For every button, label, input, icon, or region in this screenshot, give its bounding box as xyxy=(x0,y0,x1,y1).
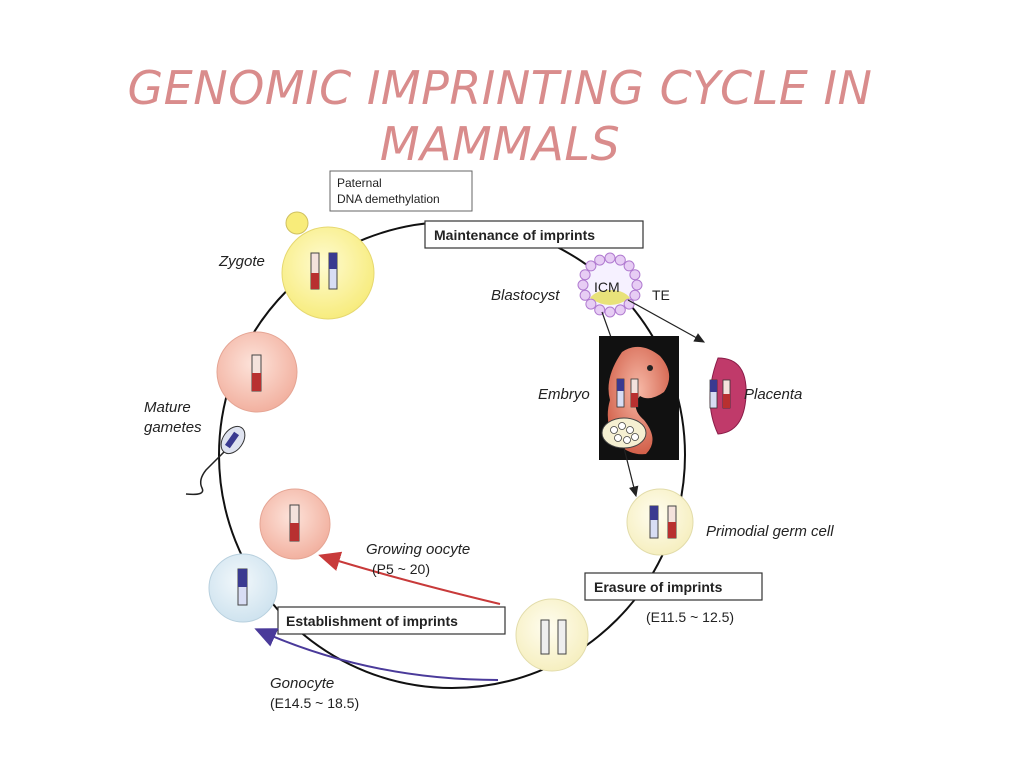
trophectoderm-bead xyxy=(585,260,597,272)
trophectoderm-bead xyxy=(631,279,643,291)
primordial-germ-cell xyxy=(626,488,694,556)
svg-text:DNA demethylation: DNA demethylation xyxy=(337,192,440,206)
title-line-1: GENOMIC IMPRINTING CYCLE IN xyxy=(127,61,873,115)
trophectoderm-bead xyxy=(629,269,641,281)
trophectoderm-bead xyxy=(623,260,635,272)
trophectoderm-bead xyxy=(614,304,626,316)
mature-gametes-label-line2: gametes xyxy=(144,419,202,436)
trophectoderm-bead xyxy=(594,304,606,316)
zygote-cell xyxy=(281,211,375,320)
trophectoderm-bead xyxy=(604,306,616,318)
title-line-2: MAMMALS xyxy=(379,117,621,171)
erasure-time: (E11.5 ~ 12.5) xyxy=(646,609,734,625)
maintenance-of-imprints-box: Maintenance of imprints xyxy=(424,220,644,249)
svg-text:Paternal: Paternal xyxy=(337,176,382,190)
trophectoderm-bead xyxy=(579,269,591,281)
pgc-label: Primodial germ cell xyxy=(706,523,834,540)
embryo-to-pgc-arrow xyxy=(623,447,639,498)
zygote-label: Zygote xyxy=(218,253,265,270)
trophectoderm-bead xyxy=(579,289,591,301)
svg-text:Erasure of imprints: Erasure of imprints xyxy=(594,579,723,595)
placenta-label: Placenta xyxy=(744,386,802,403)
trophectoderm-bead xyxy=(604,252,616,264)
gonocyte-cell xyxy=(208,553,278,623)
svg-text:Establishment of imprints: Establishment of imprints xyxy=(286,613,458,629)
gonocyte-label: Gonocyte xyxy=(270,675,334,692)
page-title: GENOMIC IMPRINTING CYCLE IN MAMMALS xyxy=(0,60,1000,172)
establishment-of-imprints-box: Establishment of imprints xyxy=(277,606,506,635)
trophectoderm-bead xyxy=(585,298,597,310)
trophectoderm-bead xyxy=(614,254,626,266)
gonocyte-arrow xyxy=(254,628,499,681)
mature-sperm xyxy=(185,425,246,496)
blastocyst-label: Blastocyst xyxy=(491,287,560,304)
erasure-of-imprints-box: Erasure of imprints xyxy=(584,572,763,601)
trophectoderm-bead xyxy=(594,254,606,266)
embryo-label: Embryo xyxy=(538,386,590,403)
growing-oocyte-cell xyxy=(259,488,331,560)
mature-gametes-label-line1: Mature xyxy=(144,399,191,416)
placenta xyxy=(709,357,747,435)
icm-label: ICM xyxy=(594,279,620,295)
svg-text:Maintenance of imprints: Maintenance of imprints xyxy=(434,227,595,243)
gonocyte-time: (E14.5 ~ 18.5) xyxy=(270,695,359,711)
trophectoderm-bead xyxy=(577,279,589,291)
blastocyst-trophectoderm xyxy=(577,252,643,318)
growing-oocyte-time: (P5 ~ 20) xyxy=(372,561,430,577)
growing-oocyte-label: Growing oocyte xyxy=(366,541,470,558)
growing-oocyte-arrow xyxy=(318,551,501,605)
mature-oocyte xyxy=(216,331,298,413)
paternal-demethylation-box: Paternal DNA demethylation xyxy=(329,170,473,212)
blastocyst-to-embryo-arrow xyxy=(601,311,613,341)
erased-germ-cell xyxy=(515,598,589,672)
embryo-image xyxy=(599,336,679,460)
te-to-placenta-arrow xyxy=(627,299,706,343)
te-label: TE xyxy=(652,287,670,303)
trophectoderm-bead xyxy=(629,289,641,301)
